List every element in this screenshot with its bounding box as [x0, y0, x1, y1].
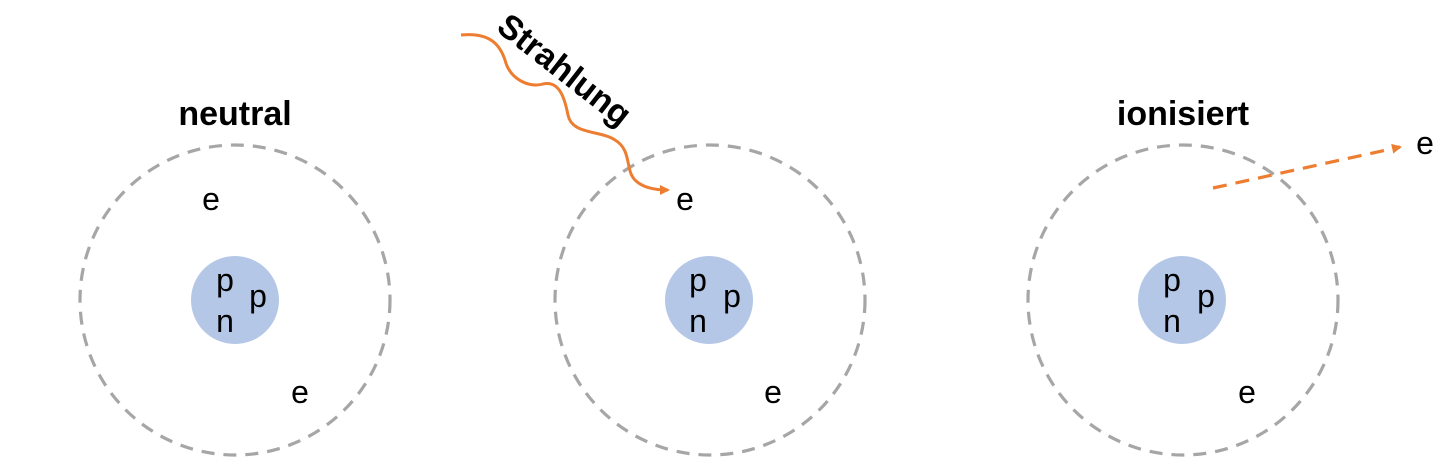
ejected-electron-label: e: [1416, 125, 1434, 161]
proton-label: p: [1163, 262, 1181, 298]
electron-label: e: [202, 181, 220, 217]
electron-label: e: [291, 374, 309, 410]
proton-label: p: [689, 262, 707, 298]
radiation: Strahlung: [460, 6, 670, 195]
atom-ionized: ionisiert p p n e e: [1026, 95, 1434, 457]
neutron-label: n: [1163, 303, 1181, 339]
electron-orbit: [1026, 143, 1340, 457]
electron-orbit: [553, 143, 867, 457]
proton-label: p: [249, 278, 267, 314]
electron-orbit: [78, 143, 392, 457]
atom-title-neutral: neutral: [178, 95, 291, 133]
neutron-label: n: [689, 303, 707, 339]
proton-label: p: [723, 278, 741, 314]
electron-label: e: [764, 374, 782, 410]
proton-label: p: [216, 262, 234, 298]
atom-irradiated: p p n e e: [553, 143, 867, 457]
electron-label: e: [1238, 374, 1256, 410]
neutron-label: n: [216, 303, 234, 339]
ejected-electron-path: [1212, 143, 1402, 190]
radiation-wave: [460, 33, 670, 195]
atom-title-ionized: ionisiert: [1117, 95, 1249, 133]
nucleus: [665, 256, 753, 344]
nucleus: [191, 256, 279, 344]
radiation-label: Strahlung: [490, 6, 638, 134]
nucleus: [1138, 256, 1226, 344]
proton-label: p: [1197, 278, 1215, 314]
atom-neutral: neutral p p n e e: [78, 95, 392, 457]
electron-label: e: [676, 181, 694, 217]
